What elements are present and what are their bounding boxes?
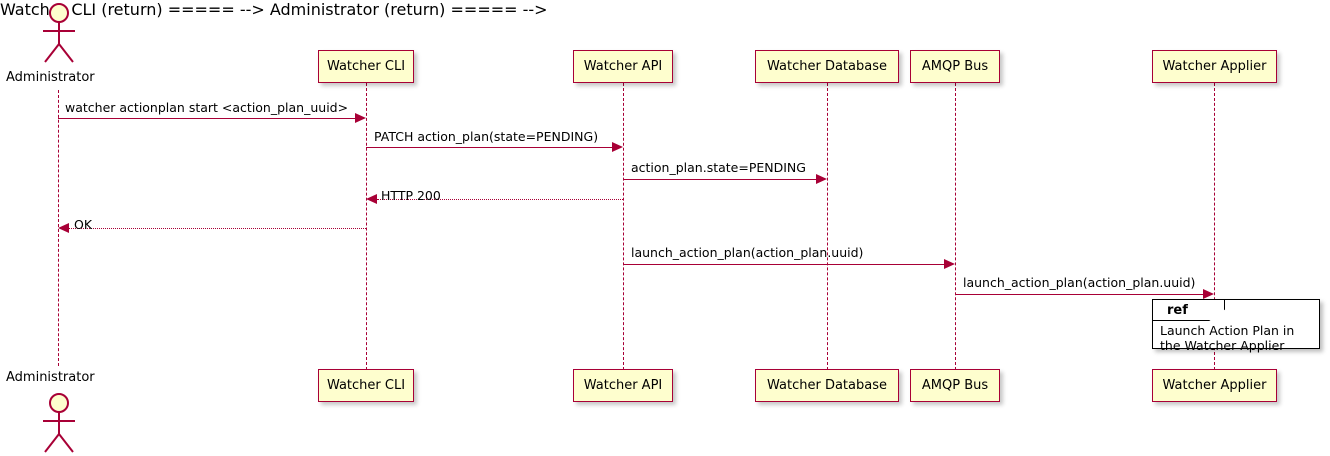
message-label-5: OK bbox=[74, 217, 93, 232]
arrow-head-3 bbox=[816, 174, 827, 184]
participant-label: Watcher Applier bbox=[1162, 59, 1267, 74]
message-label-1: watcher actionplan start <action_plan_uu… bbox=[65, 100, 349, 115]
actor-administrator-bottom bbox=[43, 393, 75, 453]
message-label-7: launch_action_plan(action_plan.uuid) bbox=[963, 275, 1196, 290]
arrow-head-6 bbox=[944, 259, 955, 269]
participant-label: Watcher CLI bbox=[326, 378, 406, 393]
message-line-3 bbox=[623, 179, 816, 180]
lifeline-watcher-cli bbox=[366, 83, 367, 370]
participant-watcher-database-bottom[interactable]: Watcher Database bbox=[755, 369, 899, 402]
actor-label-administrator-top: Administrator bbox=[6, 70, 95, 85]
message-line-5 bbox=[69, 228, 366, 229]
participant-watcher-api-bottom[interactable]: Watcher API bbox=[573, 369, 673, 402]
message-label-6: launch_action_plan(action_plan.uuid) bbox=[631, 245, 864, 260]
actor-administrator-top bbox=[43, 3, 75, 63]
participant-label: Watcher Database bbox=[767, 378, 887, 393]
participant-watcher-applier-top[interactable]: Watcher Applier bbox=[1152, 50, 1277, 83]
ref-fragment: ref Launch Action Plan in the Watcher Ap… bbox=[1152, 299, 1320, 353]
message-label-2: PATCH action_plan(state=PENDING) bbox=[374, 129, 599, 144]
arrow-head-2 bbox=[612, 142, 623, 152]
participant-label: Watcher Applier bbox=[1162, 378, 1267, 393]
message-label-4: HTTP 200 bbox=[381, 188, 441, 203]
participant-label: Watcher CLI bbox=[326, 59, 406, 74]
ref-fragment-tab-label: ref bbox=[1167, 303, 1188, 318]
arrow-head-5 bbox=[58, 223, 69, 233]
arrow-head-1 bbox=[355, 113, 366, 123]
participant-watcher-applier-bottom[interactable]: Watcher Applier bbox=[1152, 369, 1277, 402]
participant-watcher-cli-top[interactable]: Watcher CLI bbox=[318, 50, 414, 83]
participant-watcher-api-top[interactable]: Watcher API bbox=[573, 50, 673, 83]
message-label-3: action_plan.state=PENDING bbox=[631, 160, 806, 175]
participant-amqp-bus-bottom[interactable]: AMQP Bus bbox=[910, 369, 1000, 402]
lifeline-watcher-applier bbox=[1214, 83, 1215, 370]
ref-fragment-tab bbox=[1153, 300, 1225, 321]
message-line-2 bbox=[366, 147, 612, 148]
arrow-head-4 bbox=[366, 194, 377, 204]
lifeline-watcher-api bbox=[623, 83, 624, 370]
participant-label: Watcher API bbox=[583, 59, 663, 74]
message-line-7 bbox=[955, 294, 1203, 295]
participant-label: AMQP Bus bbox=[921, 59, 989, 74]
message-line-1 bbox=[58, 118, 355, 119]
ref-fragment-body: Launch Action Plan in the Watcher Applie… bbox=[1160, 323, 1318, 353]
ref-fragment-body-line-2: Watcher Applier bbox=[1184, 338, 1285, 353]
participant-label: AMQP Bus bbox=[921, 378, 989, 393]
lifeline-amqp-bus bbox=[955, 83, 956, 370]
message-line-6 bbox=[623, 264, 944, 265]
actor-label-administrator-bottom: Administrator bbox=[6, 370, 95, 385]
participant-amqp-bus-top[interactable]: AMQP Bus bbox=[910, 50, 1000, 83]
ref-fragment-body-line-1: Launch Action Plan in the bbox=[1160, 323, 1295, 353]
participant-label: Watcher API bbox=[583, 378, 663, 393]
arrow-head-7 bbox=[1203, 289, 1214, 299]
participant-label: Watcher Database bbox=[767, 59, 887, 74]
lifeline-watcher-database bbox=[827, 83, 828, 370]
message-line-4 bbox=[377, 199, 623, 200]
participant-watcher-cli-bottom[interactable]: Watcher CLI bbox=[318, 369, 414, 402]
participant-watcher-database-top[interactable]: Watcher Database bbox=[755, 50, 899, 83]
